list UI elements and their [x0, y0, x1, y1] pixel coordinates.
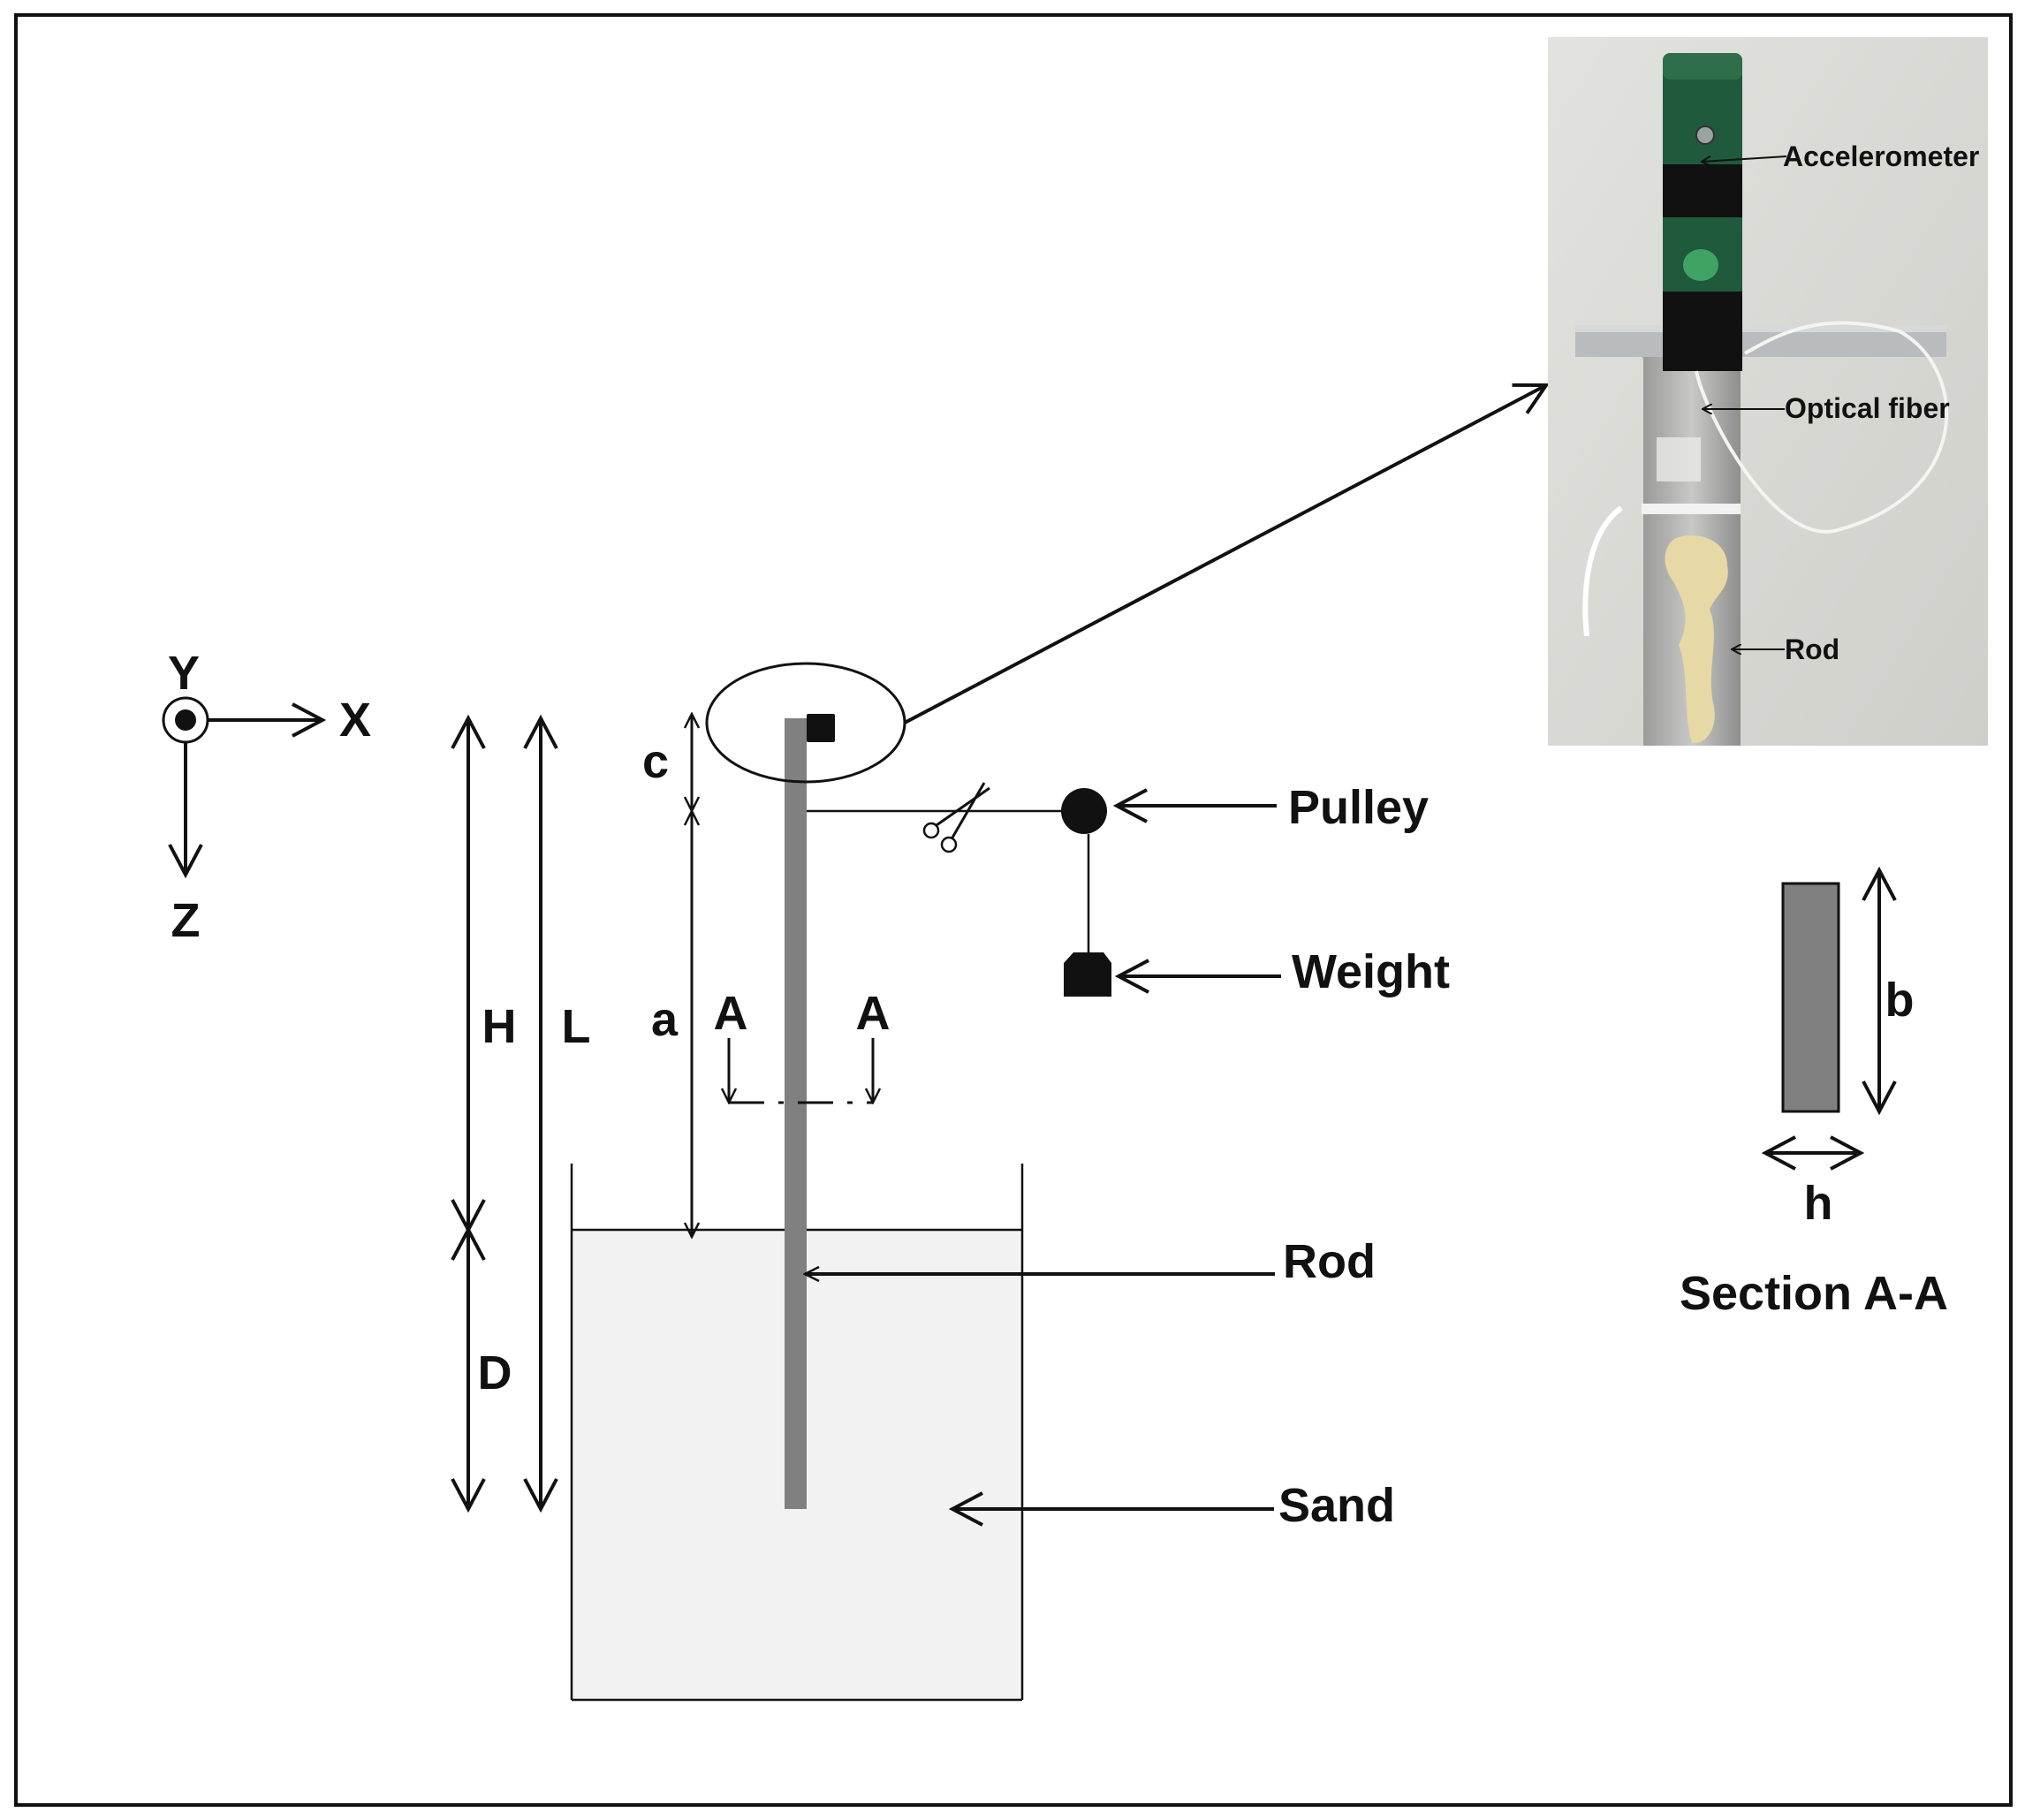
- accelerometer-block: [807, 714, 835, 742]
- photo-optical-fiber: [1695, 321, 1949, 534]
- rod: [785, 718, 807, 1509]
- pulley: [1061, 788, 1107, 834]
- dimension-lines: [468, 714, 692, 1509]
- section-mark-right: A: [856, 987, 891, 1040]
- photo-accelerometer-label: Accelerometer: [1783, 140, 1979, 172]
- rod-label: Rod: [1283, 1235, 1376, 1288]
- z-axis-label: Z: [171, 894, 201, 947]
- photo-rod-label: Rod: [1785, 633, 1839, 665]
- section-b-label: b: [1885, 974, 1915, 1027]
- photo-inset: [1548, 37, 1988, 746]
- zoom-arrow: [904, 385, 1546, 724]
- outer-border: [14, 13, 2013, 1807]
- coordinate-axes: Y X Z: [162, 647, 371, 947]
- section-detail: [1765, 870, 1879, 1153]
- dimension-c-label: c: [642, 735, 669, 788]
- x-axis-label: X: [339, 694, 371, 747]
- dimension-a-label: a: [651, 993, 679, 1046]
- weight-label: Weight: [1292, 945, 1450, 998]
- photo-putty: [1665, 535, 1728, 743]
- dimension-d-label: D: [478, 1346, 512, 1399]
- scissors-icon: [922, 782, 990, 853]
- section-h-label: h: [1804, 1177, 1833, 1230]
- weight-block: [1064, 952, 1111, 997]
- sand-label: Sand: [1278, 1479, 1395, 1532]
- dimension-l-label: L: [562, 1000, 591, 1053]
- section-title: Section A-A: [1680, 1267, 1948, 1320]
- section-rectangle: [1781, 882, 1840, 1113]
- section-cut-marker: [729, 1038, 873, 1103]
- section-mark-left: A: [714, 987, 748, 1040]
- pulley-label: Pulley: [1288, 781, 1429, 834]
- photo-optical-fiber-label: Optical fiber: [1785, 392, 1950, 424]
- dimension-h-label: H: [482, 1000, 517, 1053]
- y-axis-label: Y: [168, 647, 200, 700]
